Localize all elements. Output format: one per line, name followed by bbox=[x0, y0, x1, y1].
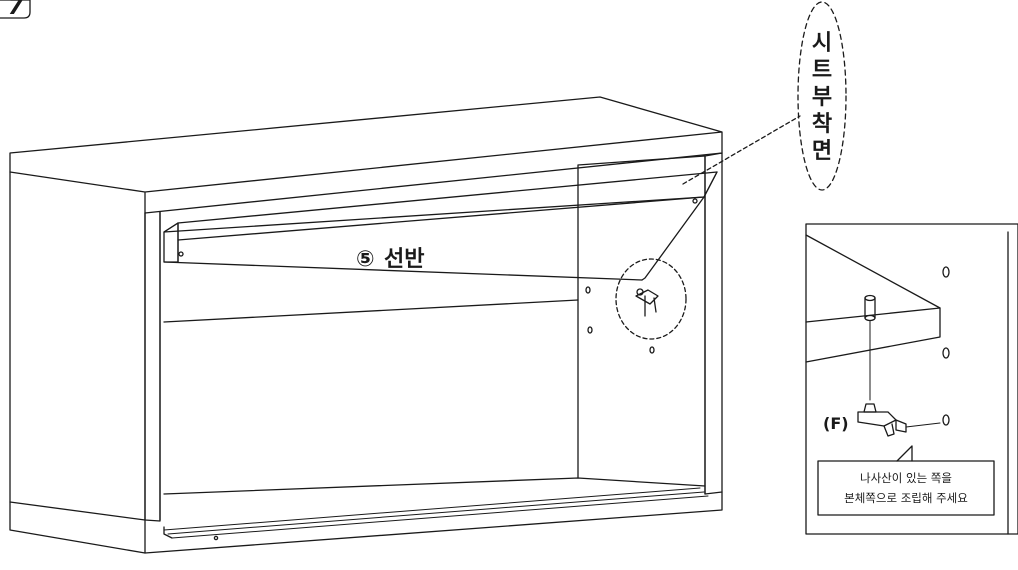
shelf-label: 선반 bbox=[384, 247, 424, 272]
sheet-leader-line bbox=[682, 115, 801, 185]
cabinet bbox=[9, 96, 723, 554]
sheet-callout-char: 면 bbox=[812, 139, 832, 164]
step-number-badge: 7 bbox=[0, 0, 31, 20]
sheet-callout-char: 트 bbox=[812, 58, 832, 83]
cabinet-right-side bbox=[704, 152, 723, 495]
shelf-pin-f bbox=[857, 403, 941, 437]
shelf-number: ⑤ bbox=[356, 247, 375, 272]
shelf-pin-holes bbox=[585, 286, 655, 354]
shelf-5: ⑤ 선반 bbox=[163, 171, 718, 281]
pin-highlight bbox=[615, 258, 687, 340]
sheet-callout-char: 시 bbox=[812, 31, 832, 56]
note-line: 본체쪽으로 조립해 주세요 bbox=[844, 491, 968, 505]
cabinet-left-side bbox=[9, 171, 146, 521]
sheet-callout: 시 트 부 착 면 bbox=[797, 1, 847, 191]
part-label-f: (F) bbox=[823, 414, 849, 433]
sheet-callout-char: 부 bbox=[812, 85, 832, 110]
sheet-callout-char: 착 bbox=[812, 112, 832, 137]
cabinet-top-board bbox=[9, 96, 723, 214]
step-number: 7 bbox=[8, 0, 24, 20]
detail-box: (F) 나사산이 있는 쪽을 본체쪽으로 조립해 주세요 bbox=[805, 223, 1018, 535]
note-line: 나사산이 있는 쪽을 bbox=[860, 471, 952, 485]
